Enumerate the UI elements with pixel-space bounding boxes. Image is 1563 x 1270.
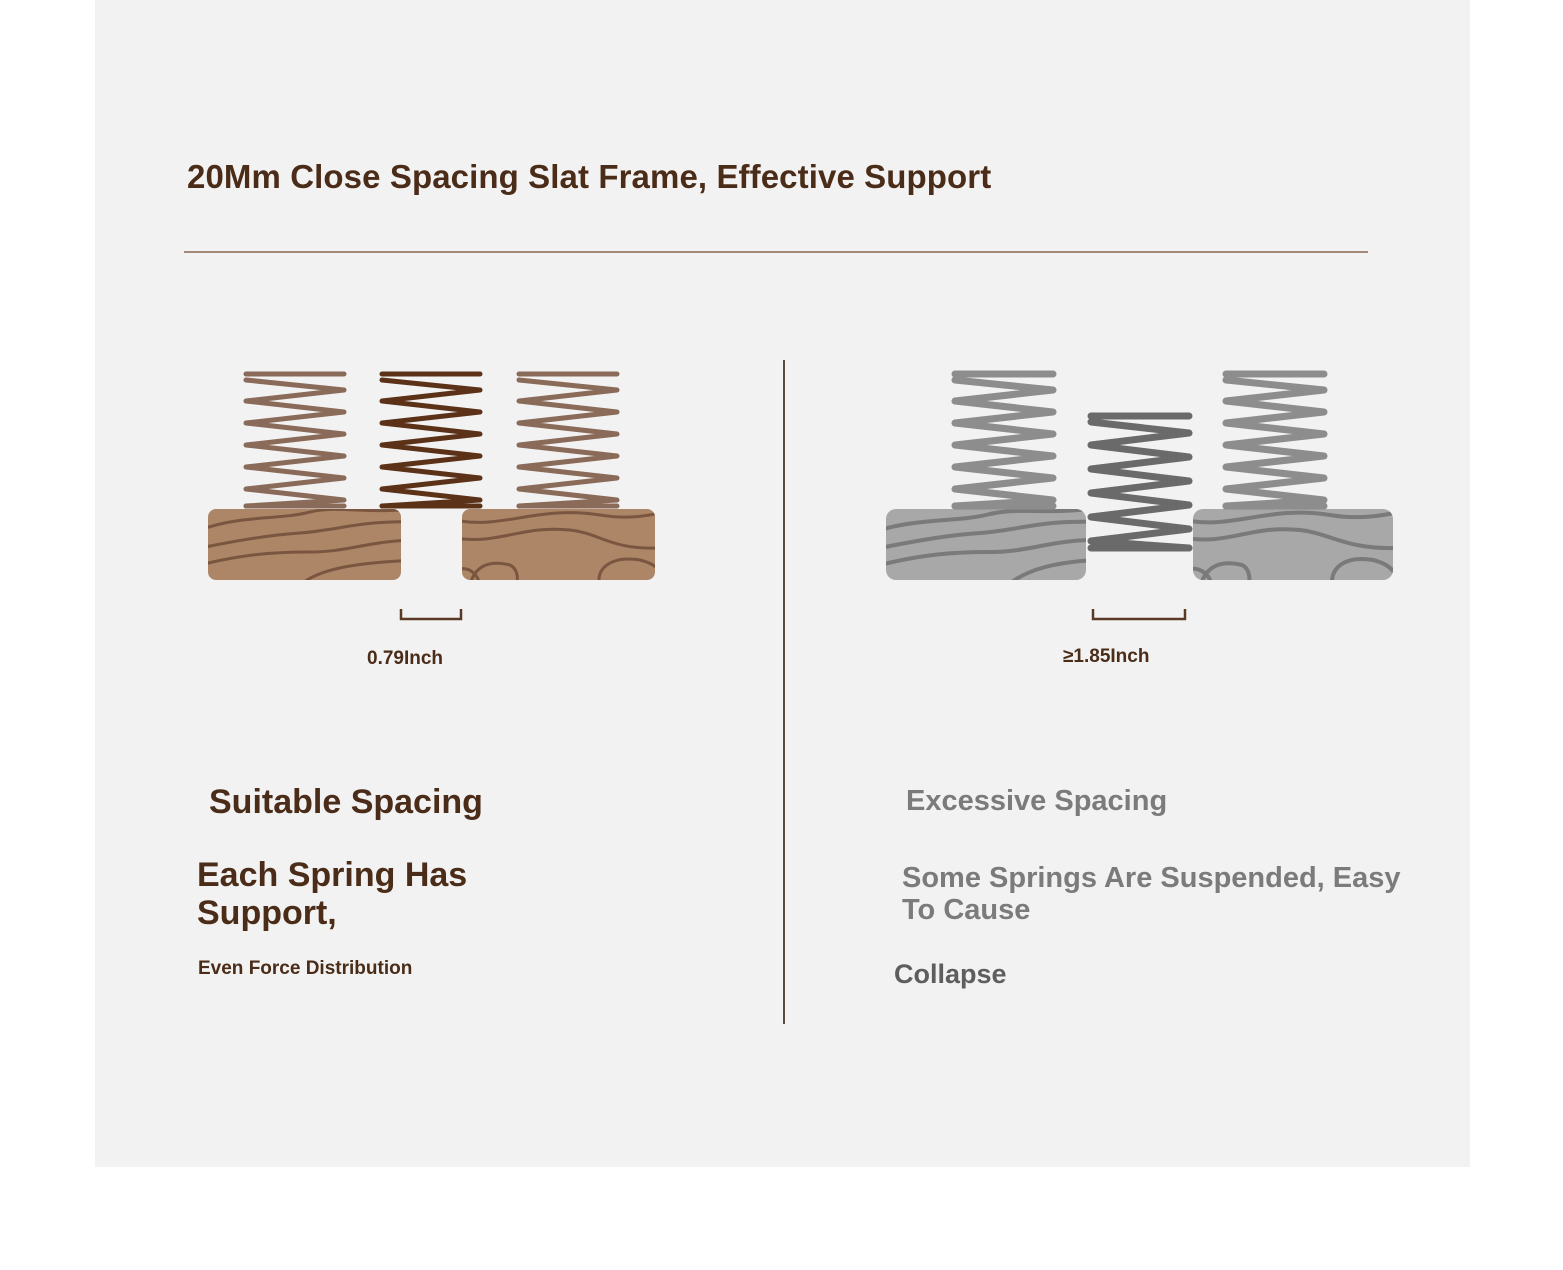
spring-left-3 [516, 371, 620, 509]
measure-bracket-left [399, 609, 463, 621]
desc-line-2-right: To Cause [902, 894, 1031, 926]
measure-bracket-right [1091, 609, 1187, 621]
column-divider [783, 360, 785, 1024]
title-divider [184, 251, 1368, 253]
subline-left: Even Force Distribution [198, 958, 413, 979]
measure-label-left: 0.79Inch [367, 648, 444, 669]
wood-slat-left-1 [208, 509, 401, 580]
heading-suitable-spacing: Suitable Spacing [209, 783, 483, 821]
spring-right-3 [1222, 370, 1328, 510]
wood-slat-right-1 [886, 509, 1086, 580]
wood-slat-right-2 [1193, 509, 1393, 580]
measure-label-right: ≥1.85Inch [1063, 646, 1150, 667]
subline-right: Collapse [894, 959, 1007, 989]
desc-line-2-left: Support, [197, 894, 337, 932]
page-title: 20Mm Close Spacing Slat Frame, Effective… [187, 158, 992, 195]
wood-slat-left-2 [462, 509, 655, 580]
spring-right-2-suspended [1087, 412, 1193, 552]
spring-left-1 [243, 371, 347, 509]
desc-line-1-right: Some Springs Are Suspended, Easy [902, 862, 1401, 894]
spring-right-1 [951, 370, 1057, 510]
spring-left-2 [379, 371, 483, 509]
heading-excessive-spacing: Excessive Spacing [906, 785, 1168, 817]
content-panel [95, 0, 1470, 1167]
desc-line-1-left: Each Spring Has [197, 856, 468, 894]
